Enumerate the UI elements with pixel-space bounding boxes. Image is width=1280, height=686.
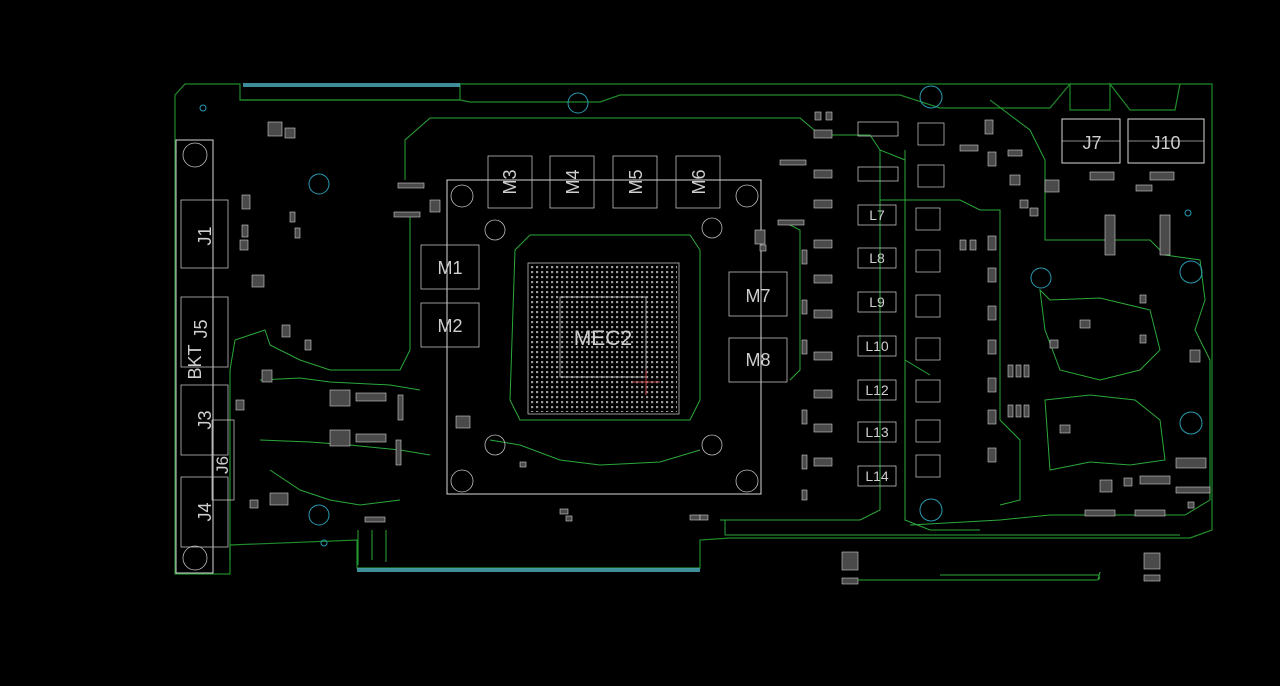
inductor-labels: L7 L8 L9 L10 L12 L13 L14 — [865, 207, 889, 484]
memory-label-m1: M1 — [437, 258, 462, 278]
inductor-label-l10: L10 — [865, 338, 889, 354]
connector-label-j5: J5 — [191, 319, 211, 338]
inductor-label-l9: L9 — [869, 294, 885, 310]
memory-label-m5: M5 — [626, 169, 646, 194]
inductor-label-l7: L7 — [869, 207, 885, 223]
memory-label-m6: M6 — [689, 169, 709, 194]
power-stage — [857, 119, 1030, 487]
board-outline — [174, 82, 1213, 575]
connector-label-j3: J3 — [195, 410, 215, 429]
memory-chips — [420, 155, 788, 383]
gpu-footprint — [446, 179, 762, 495]
memory-label-m7: M7 — [745, 286, 770, 306]
connector-label-bkt: BKT — [185, 344, 205, 379]
power-connectors — [1061, 118, 1205, 164]
connector-label-j6: J6 — [213, 456, 232, 474]
memory-label-m8: M8 — [745, 350, 770, 370]
passive-components — [235, 111, 1211, 585]
memory-labels: M3 M4 M5 M6 M1 M2 M7 M8 — [437, 169, 770, 370]
connector-label-j4: J4 — [195, 502, 215, 521]
connector-label-j7: J7 — [1082, 133, 1101, 153]
io-bracket — [175, 139, 235, 574]
inductor-label-l12: L12 — [865, 382, 889, 398]
pcie-edge-connector — [243, 83, 700, 572]
mounting-holes — [199, 85, 1203, 547]
inductor-label-l13: L13 — [865, 424, 889, 440]
memory-label-m3: M3 — [500, 169, 520, 194]
connector-labels: J1 J5 BKT J3 J6 J4 J7 J10 — [185, 133, 1181, 522]
inductor-label-l14: L14 — [865, 468, 889, 484]
gpu-label: MEC2 — [574, 327, 632, 350]
memory-label-m4: M4 — [563, 169, 583, 194]
connector-label-j10: J10 — [1151, 133, 1180, 153]
bottom-traces — [858, 571, 1101, 581]
inductor-label-l8: L8 — [869, 250, 885, 266]
memory-label-m2: M2 — [437, 316, 462, 336]
connector-label-j1: J1 — [195, 226, 215, 245]
